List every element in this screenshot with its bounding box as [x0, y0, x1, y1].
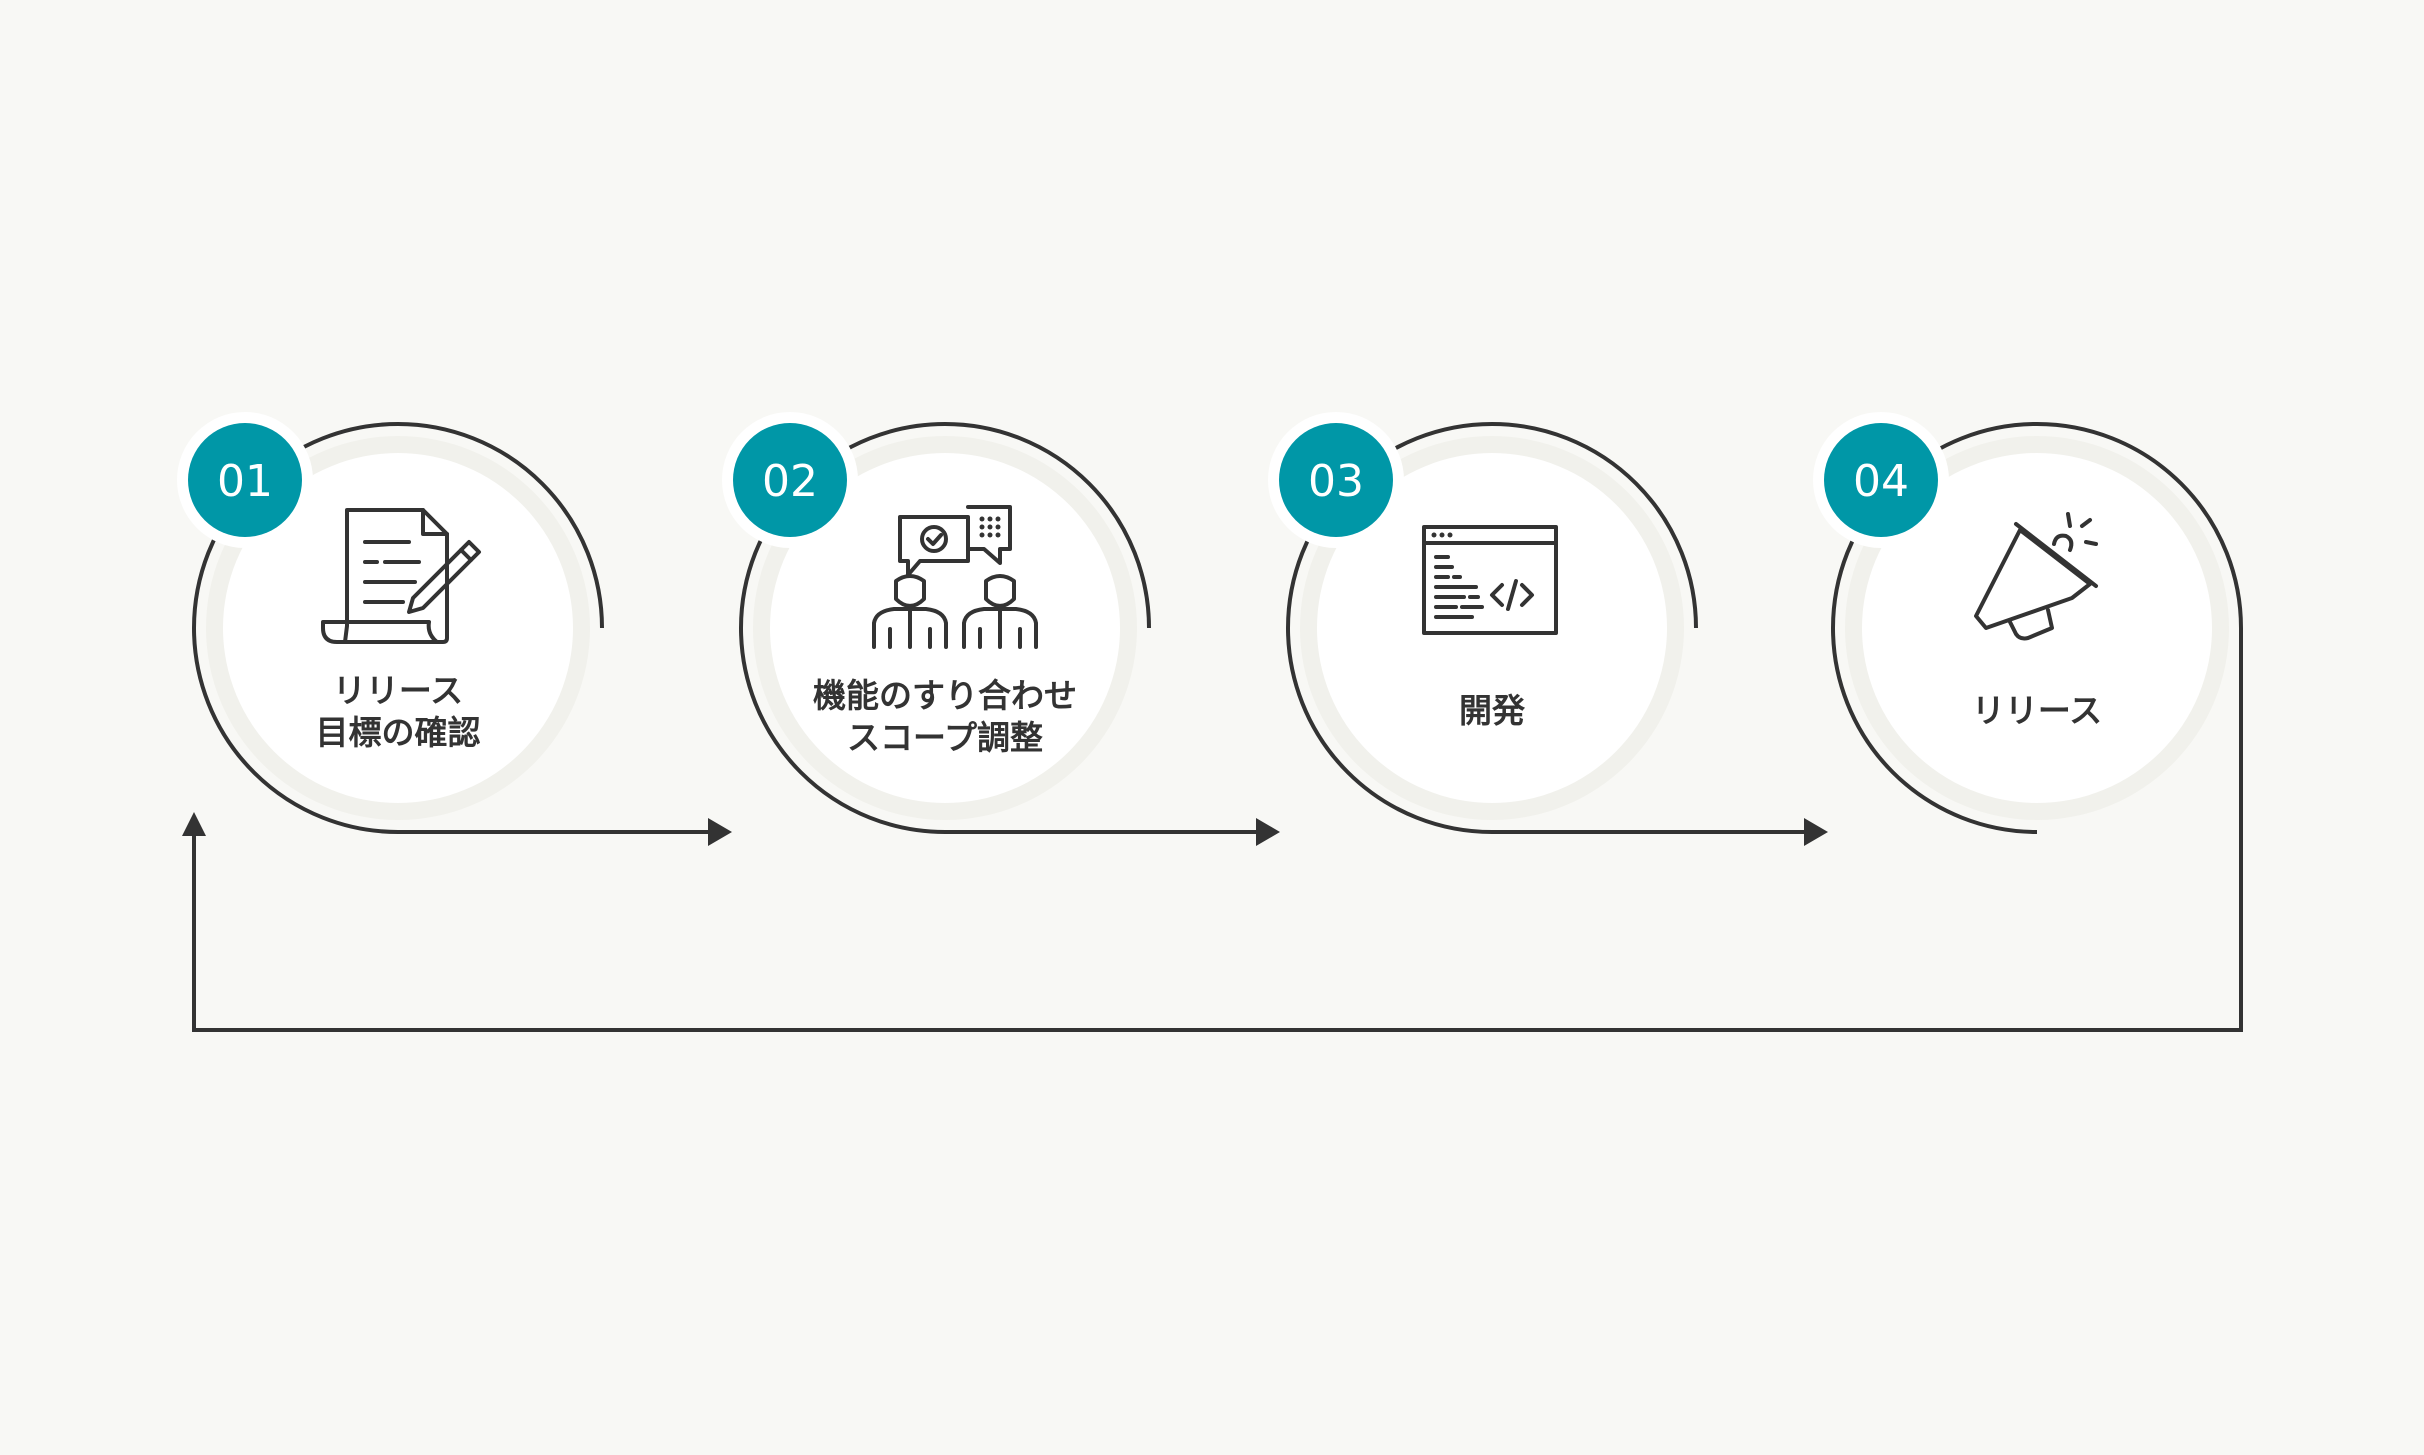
step-2-label-line-2: スコープ調整 [847, 718, 1043, 757]
step-2-arrowhead [1256, 818, 1280, 846]
step-2-badge [733, 423, 847, 537]
step-2-number: 02 [762, 456, 818, 507]
step-1: リリース 目標の確認 01 [177, 412, 732, 846]
step-3-number: 03 [1308, 456, 1364, 507]
step-3: 開発 03 [1268, 412, 1828, 846]
megaphone-icon [1974, 512, 2098, 641]
step-4-circle [1862, 453, 2212, 803]
document-pen-icon [321, 508, 481, 644]
step-3-circle [1317, 453, 1667, 803]
step-3-badge [1279, 423, 1393, 537]
step-4: リリース 04 [1813, 412, 2243, 834]
step-1-circle [223, 453, 573, 803]
return-loop-line [192, 628, 2243, 1032]
step-2-label-line-1: 機能のすり合わせ [813, 676, 1077, 715]
step-3-arrowhead [1804, 818, 1828, 846]
step-4-number: 04 [1853, 456, 1909, 507]
step-4-label-line-1: リリース [1972, 691, 2102, 730]
step-3-label-line-1: 開発 [1459, 691, 1526, 730]
code-window-icon [1422, 525, 1558, 635]
step-1-label-line-1: リリース [333, 671, 463, 710]
step-1-arrowhead [708, 818, 732, 846]
step-4-badge [1824, 423, 1938, 537]
people-discussion-icon [872, 505, 1038, 649]
step-1-number: 01 [217, 456, 273, 507]
return-loop-arrowhead [182, 812, 206, 836]
step-1-label-line-2: 目標の確認 [316, 713, 481, 752]
step-2: 機能のすり合わせ スコープ調整 02 [722, 412, 1280, 846]
step-1-badge [188, 423, 302, 537]
